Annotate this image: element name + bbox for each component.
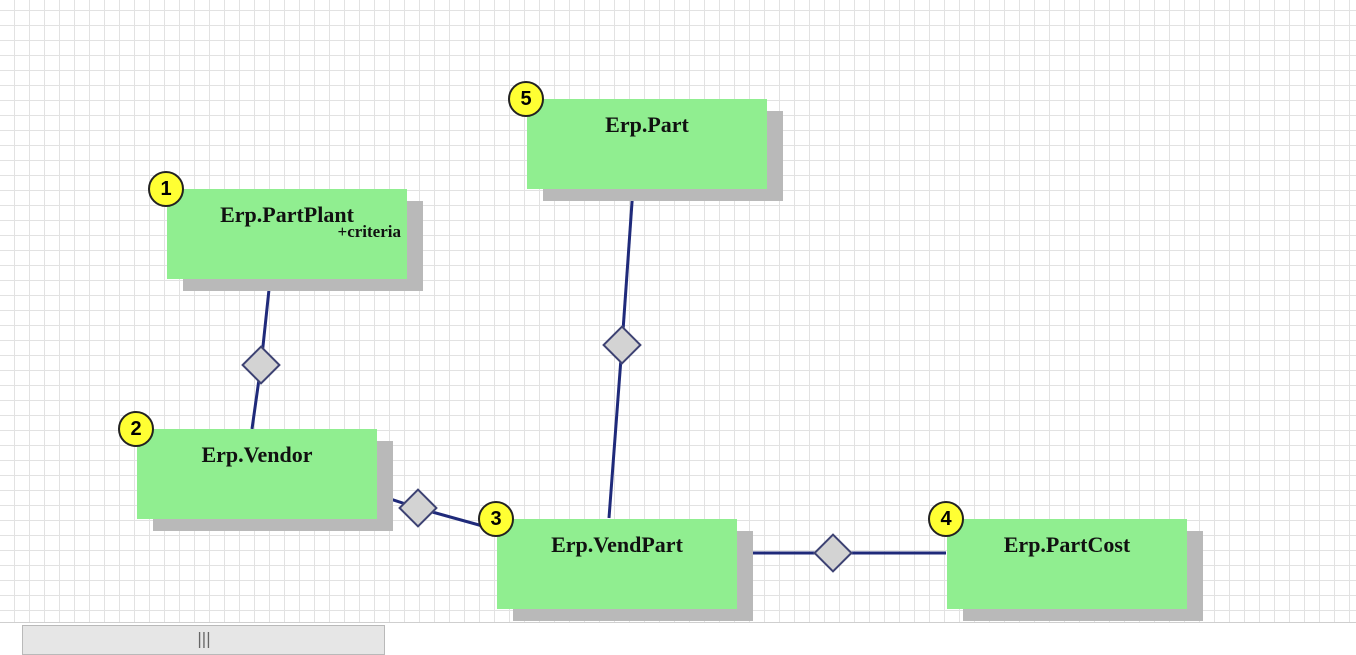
table-node-title: Erp.Vendor (201, 442, 313, 467)
table-node-vendor[interactable]: Erp.Vendor (137, 429, 377, 519)
table-node-partplant[interactable]: Erp.PartPlant +criteria (167, 189, 407, 279)
criteria-label: +criteria (337, 222, 401, 241)
node-order-badge: 2 (118, 411, 154, 447)
horizontal-scrollbar[interactable]: ||| (0, 622, 1356, 655)
table-node-part[interactable]: Erp.Part (527, 99, 767, 189)
table-node-title: Erp.VendPart (551, 532, 683, 557)
node-order-badge: 4 (928, 501, 964, 537)
relation-diamond-partplant-vendor[interactable] (241, 345, 281, 385)
node-order-badge: 3 (478, 501, 514, 537)
table-node-title: Erp.Part (605, 112, 689, 137)
relation-line-part-vendpart-lower (607, 344, 624, 519)
table-node-title: Erp.PartCost (1003, 532, 1131, 557)
table-node-vendpart[interactable]: Erp.VendPart (497, 519, 737, 609)
relation-diamond-part-vendpart[interactable] (602, 325, 642, 365)
node-order-badge: 5 (508, 81, 544, 117)
relation-diamond-vendpart-partcost[interactable] (813, 533, 853, 573)
node-order-badge: 1 (148, 171, 184, 207)
scrollbar-thumb[interactable]: ||| (22, 625, 385, 655)
grip-icon: ||| (196, 629, 211, 648)
relation-diamond-vendor-vendpart[interactable] (398, 488, 438, 528)
table-node-title: Erp.PartPlant (220, 202, 354, 227)
diagram-canvas[interactable]: Erp.PartPlant +criteria 1 Erp.Vendor 2 E… (0, 0, 1356, 622)
relation-line-part-vendpart (620, 187, 635, 346)
table-node-partcost[interactable]: Erp.PartCost (947, 519, 1187, 609)
